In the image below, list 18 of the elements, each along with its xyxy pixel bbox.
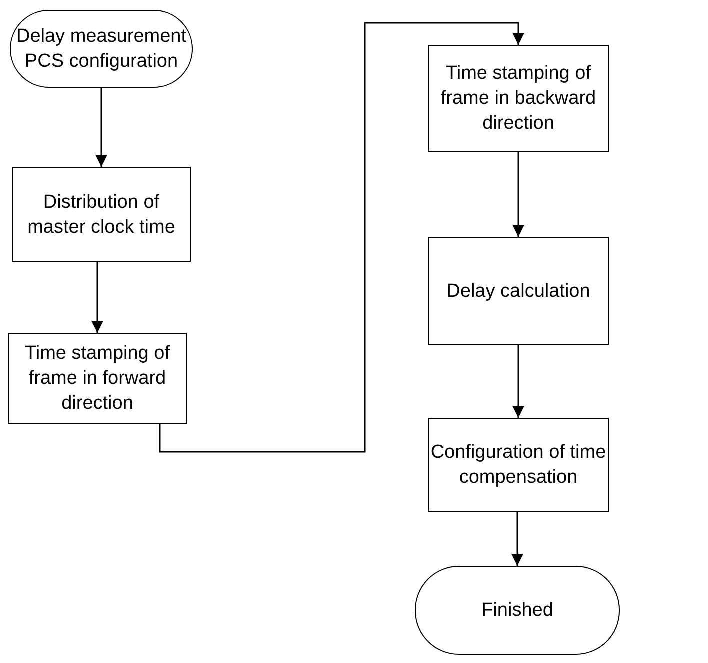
process-box [428, 45, 609, 152]
arrow [159, 22, 524, 453]
process-box [12, 167, 191, 262]
arrow [96, 88, 108, 167]
arrow [512, 345, 524, 418]
node-text: Finished [482, 599, 554, 623]
node-text: Delay measurement PCS configuration [15, 25, 188, 74]
node-text: Configuration of time compensation [430, 441, 608, 490]
node-text: Distribution of master clock time [26, 190, 176, 240]
node-text: Time stamping of frame in forward direction [24, 342, 171, 416]
arrow [512, 512, 524, 566]
process-box [8, 333, 187, 424]
process-box [428, 418, 609, 512]
arrow [512, 152, 524, 237]
node-text: Delay calculation [446, 280, 590, 304]
process-box [428, 237, 609, 345]
node-text: Time stamping of frame in backward direction [440, 62, 598, 136]
arrow [92, 262, 104, 333]
